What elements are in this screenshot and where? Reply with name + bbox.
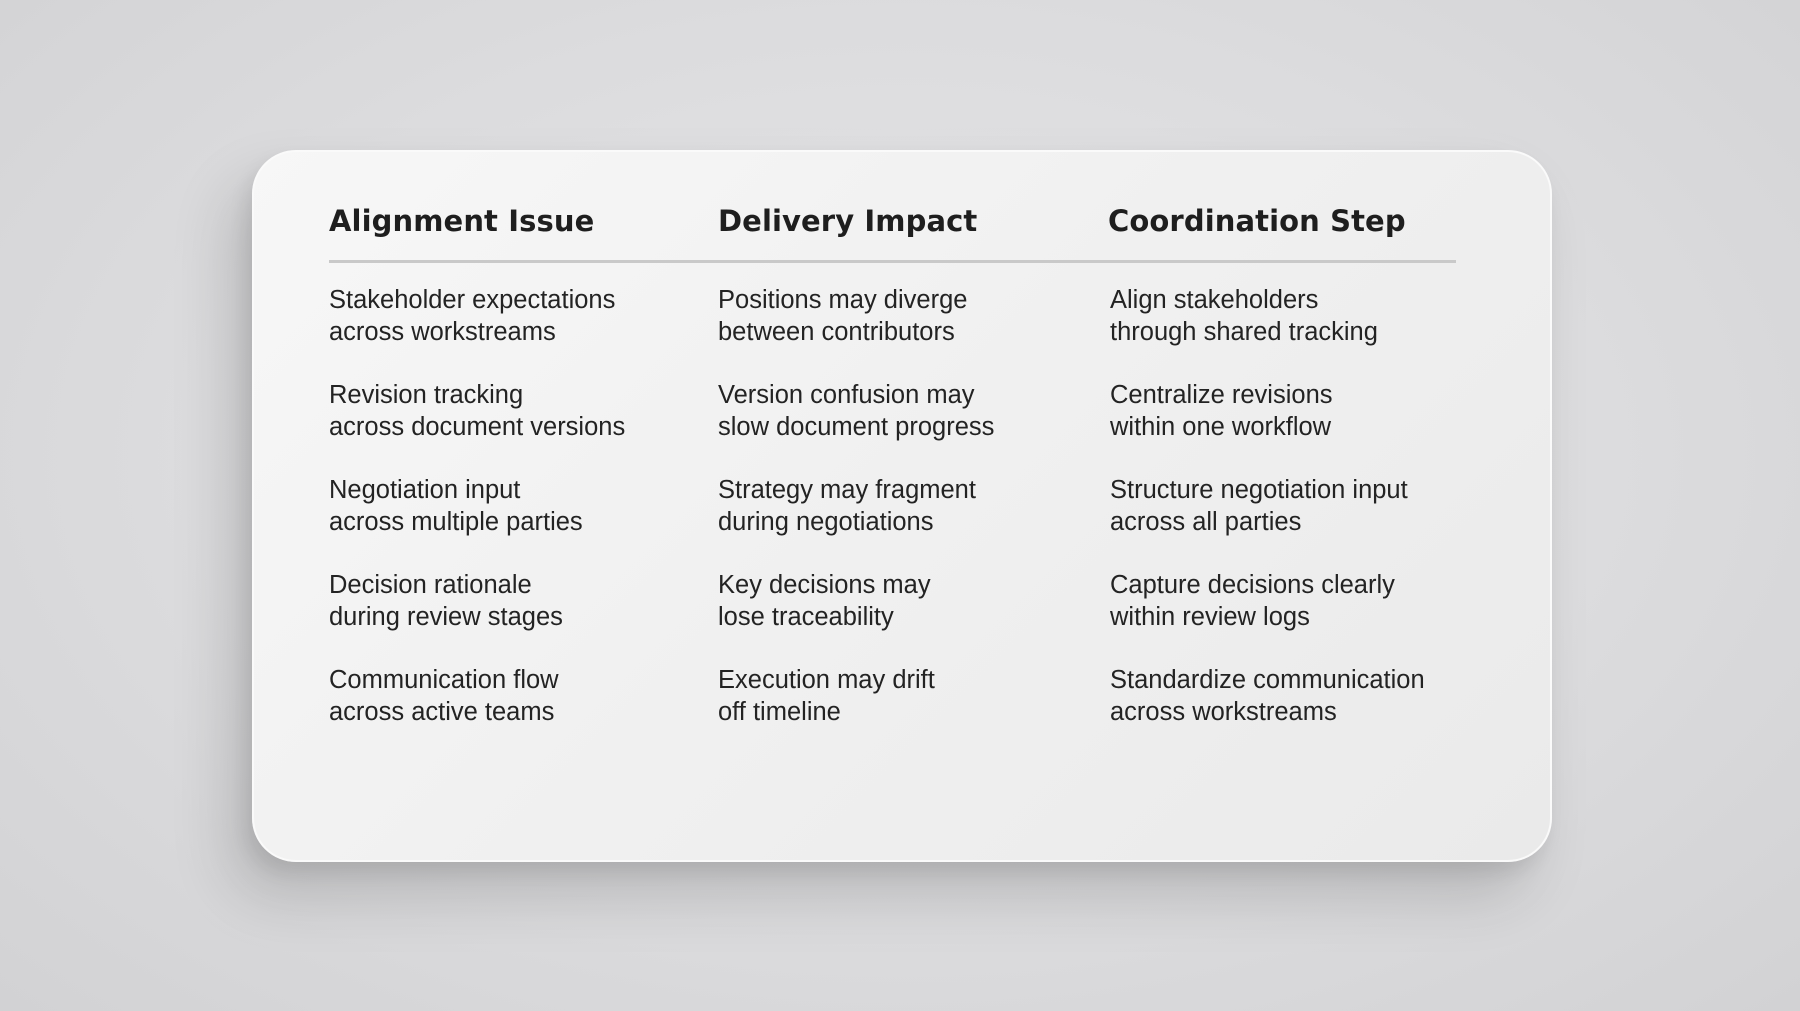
comparison-card: Alignment Issue Delivery Impact Coordina… bbox=[252, 150, 1552, 862]
cell-line: Version confusion may bbox=[718, 381, 975, 409]
cell-line: during negotiations bbox=[718, 508, 934, 536]
impact-cell: Positions may diverge between contributo… bbox=[718, 284, 967, 348]
cell-line: between contributors bbox=[718, 318, 955, 346]
header-alignment-issue: Alignment Issue bbox=[329, 204, 595, 238]
cell-line: within review logs bbox=[1110, 603, 1310, 631]
step-cell: Structure negotiation input across all p… bbox=[1110, 474, 1408, 538]
cell-line: Negotiation input bbox=[329, 476, 521, 504]
cell-line: Key decisions may bbox=[718, 571, 931, 599]
step-cell: Centralize revisions within one workflow bbox=[1110, 379, 1333, 443]
cell-line: Revision tracking bbox=[329, 381, 524, 409]
header-coordination-step: Coordination Step bbox=[1108, 204, 1406, 238]
issue-cell: Revision tracking across document versio… bbox=[329, 379, 625, 443]
cell-line: within one workflow bbox=[1110, 413, 1332, 441]
table-row: Decision rationale during review stages … bbox=[329, 569, 1456, 664]
table-row: Negotiation input across multiple partie… bbox=[329, 474, 1456, 569]
issue-cell: Stakeholder expectations across workstre… bbox=[329, 284, 615, 348]
alignment-table: Alignment Issue Delivery Impact Coordina… bbox=[329, 204, 1456, 726]
cell-line: Centralize revisions bbox=[1110, 381, 1333, 409]
cell-line: Align stakeholders bbox=[1110, 286, 1319, 314]
cell-line: across active teams bbox=[329, 698, 555, 726]
cell-line: Positions may diverge bbox=[718, 286, 968, 314]
step-cell: Capture decisions clearly within review … bbox=[1110, 569, 1395, 633]
cell-line: across multiple parties bbox=[329, 508, 583, 536]
step-cell: Standardize communication across workstr… bbox=[1110, 664, 1425, 728]
table-header: Alignment Issue Delivery Impact Coordina… bbox=[329, 204, 1456, 262]
cell-line: slow document progress bbox=[718, 413, 995, 441]
impact-cell: Key decisions may lose traceability bbox=[718, 569, 931, 633]
cell-line: Structure negotiation input bbox=[1110, 476, 1408, 504]
cell-line: across workstreams bbox=[329, 318, 556, 346]
cell-line: off timeline bbox=[718, 698, 841, 726]
cell-line: Strategy may fragment bbox=[718, 476, 976, 504]
impact-cell: Execution may drift off timeline bbox=[718, 664, 935, 728]
cell-line: through shared tracking bbox=[1110, 318, 1378, 346]
cell-line: across workstreams bbox=[1110, 698, 1337, 726]
cell-line: during review stages bbox=[329, 603, 563, 631]
impact-cell: Version confusion may slow document prog… bbox=[718, 379, 994, 443]
cell-line: across document versions bbox=[329, 413, 626, 441]
cell-line: lose traceability bbox=[718, 603, 894, 631]
table-row: Communication flow across active teams E… bbox=[329, 664, 1456, 759]
table-row: Revision tracking across document versio… bbox=[329, 379, 1456, 474]
table-row: Stakeholder expectations across workstre… bbox=[329, 284, 1456, 379]
table-body: Stakeholder expectations across workstre… bbox=[329, 284, 1456, 759]
issue-cell: Communication flow across active teams bbox=[329, 664, 559, 728]
issue-cell: Decision rationale during review stages bbox=[329, 569, 563, 633]
issue-cell: Negotiation input across multiple partie… bbox=[329, 474, 583, 538]
cell-line: Capture decisions clearly bbox=[1110, 571, 1395, 599]
cell-line: across all parties bbox=[1110, 508, 1302, 536]
header-divider bbox=[329, 260, 1456, 263]
cell-line: Communication flow bbox=[329, 666, 559, 694]
cell-line: Stakeholder expectations bbox=[329, 286, 616, 314]
cell-line: Execution may drift bbox=[718, 666, 935, 694]
impact-cell: Strategy may fragment during negotiation… bbox=[718, 474, 976, 538]
header-delivery-impact: Delivery Impact bbox=[718, 204, 978, 238]
step-cell: Align stakeholders through shared tracki… bbox=[1110, 284, 1378, 348]
cell-line: Decision rationale bbox=[329, 571, 532, 599]
cell-line: Standardize communication bbox=[1110, 666, 1425, 694]
